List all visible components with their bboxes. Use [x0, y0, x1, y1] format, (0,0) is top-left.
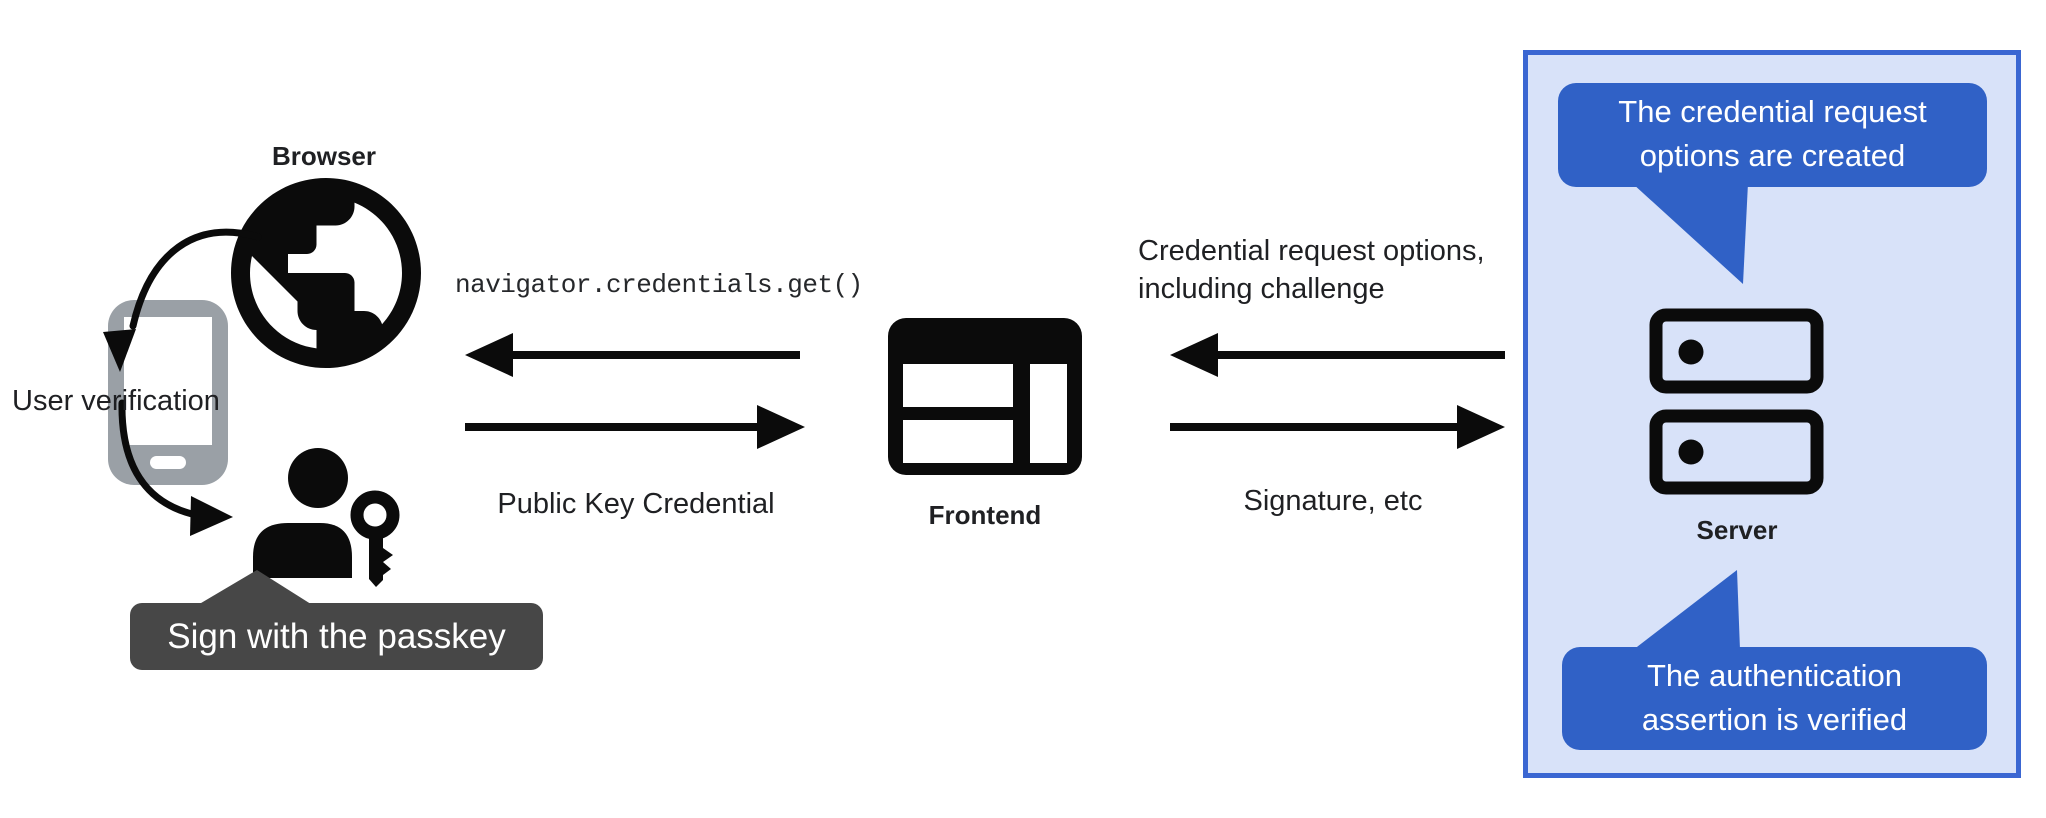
credential-options-bubble-line1: The credential request — [1618, 94, 1927, 129]
browser-globe-icon — [231, 178, 421, 368]
server-label: Server — [1696, 515, 1778, 545]
top-bubble-tail — [1632, 183, 1748, 284]
signature-label: Signature, etc — [1243, 485, 1423, 517]
passkey-badge-label: Sign with the passkey — [167, 617, 506, 656]
credential-request-line2: including challenge — [1138, 273, 1385, 305]
arrow-server-to-frontend-icon — [1170, 333, 1505, 377]
user-verification-label: User verification — [12, 385, 220, 417]
arrow-browser-to-frontend-icon — [465, 405, 805, 449]
arrow-frontend-to-server-icon — [1170, 405, 1505, 449]
bottom-bubble-tail — [1633, 570, 1740, 650]
credential-request-line1: Credential request options, — [1138, 235, 1485, 267]
phone-icon — [108, 300, 228, 485]
frontend-window-icon — [888, 318, 1082, 475]
credential-options-bubble: The credential request options are creat… — [1558, 83, 1987, 187]
arrow-frontend-to-browser-icon — [465, 333, 800, 377]
arrow-browser-to-phone-icon — [103, 228, 262, 372]
navigator-credentials-get-label: navigator.credentials.get() — [455, 270, 863, 300]
browser-label: Browser — [271, 141, 377, 171]
credential-request-label: Credential request options, including ch… — [1138, 232, 1485, 308]
assertion-verified-bubble: The authentication assertion is verified — [1562, 647, 1987, 750]
passkey-key-icon — [350, 490, 400, 587]
arrow-phone-to-user-icon — [118, 399, 233, 536]
frontend-label: Frontend — [928, 500, 1042, 530]
public-key-credential-label: Public Key Credential — [497, 488, 775, 520]
badge-tail — [196, 570, 314, 606]
assertion-verified-bubble-line2: assertion is verified — [1641, 702, 1908, 737]
server-icon — [1649, 308, 1824, 495]
assertion-verified-bubble-line1: The authentication — [1646, 658, 1903, 693]
user-icon — [253, 448, 352, 578]
credential-options-bubble-line2: options are created — [1639, 138, 1906, 173]
passkey-badge: Sign with the passkey — [130, 603, 543, 670]
